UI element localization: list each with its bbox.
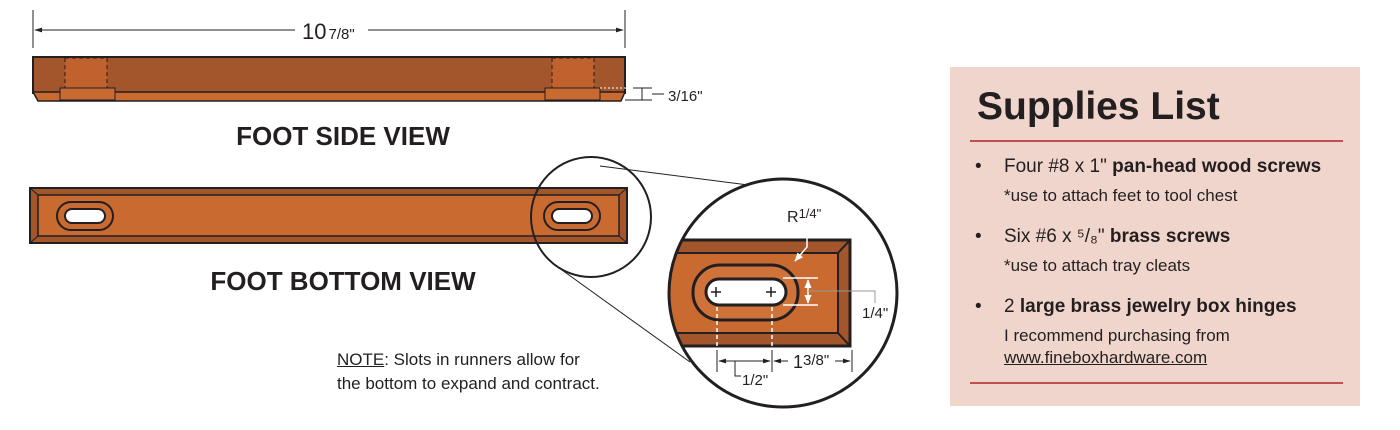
note-text: NOTE: Slots in runners allow for the bot…	[337, 348, 600, 396]
supplies-panel: Supplies List • Four #8 x 1" pan-head wo…	[950, 67, 1360, 406]
item-text: Four #8 x 1"	[1004, 156, 1113, 177]
divider	[970, 140, 1343, 142]
svg-text:107/8": 107/8"	[302, 19, 355, 44]
length-whole: 10	[302, 19, 326, 44]
note-label: NOTE	[337, 350, 385, 369]
bullet-icon: •	[975, 296, 982, 317]
edge-distance-label: 13/8"	[793, 352, 829, 372]
note-line-1: : Slots in runners allow for	[384, 350, 580, 369]
item-note: *use to attach tray cleats	[1004, 256, 1191, 275]
supplier-link[interactable]: www.fineboxhardware.com	[1004, 348, 1208, 367]
item-note: *use to attach feet to tool chest	[1004, 186, 1238, 205]
item-text: Six #6 x ⁵/₈"	[1004, 226, 1110, 247]
foot-side-view: 3/16"	[31, 56, 703, 105]
bottom-view-title: FOOT BOTTOM VIEW	[210, 266, 476, 296]
radius-label: R1/4"	[787, 206, 822, 226]
item-bold-text: large brass jewelry box hinges	[1019, 296, 1297, 317]
item-text: 2	[1004, 296, 1020, 317]
side-view-title: FOOT SIDE VIEW	[236, 121, 450, 151]
note-line-2: the bottom to expand and contract.	[337, 374, 600, 393]
item-bold-text: brass screws	[1109, 226, 1231, 247]
slot-spacing-label: 1/2"	[742, 372, 768, 389]
slot-width-label: 1/4"	[862, 305, 888, 322]
bullet-icon: •	[975, 226, 982, 247]
supplies-title: Supplies List	[977, 85, 1220, 128]
item-note: I recommend purchasing from	[1004, 326, 1230, 345]
bullet-icon: •	[975, 156, 982, 177]
foot-bottom-view	[29, 156, 788, 363]
length-fraction: 7/8"	[328, 26, 354, 43]
item-bold-text: pan-head wood screws	[1112, 156, 1322, 177]
spacing-dimensions: 1/2" 13/8"	[716, 350, 853, 389]
divider	[970, 382, 1343, 384]
thickness-label: 3/16"	[668, 88, 703, 105]
slot-detail	[667, 177, 899, 409]
